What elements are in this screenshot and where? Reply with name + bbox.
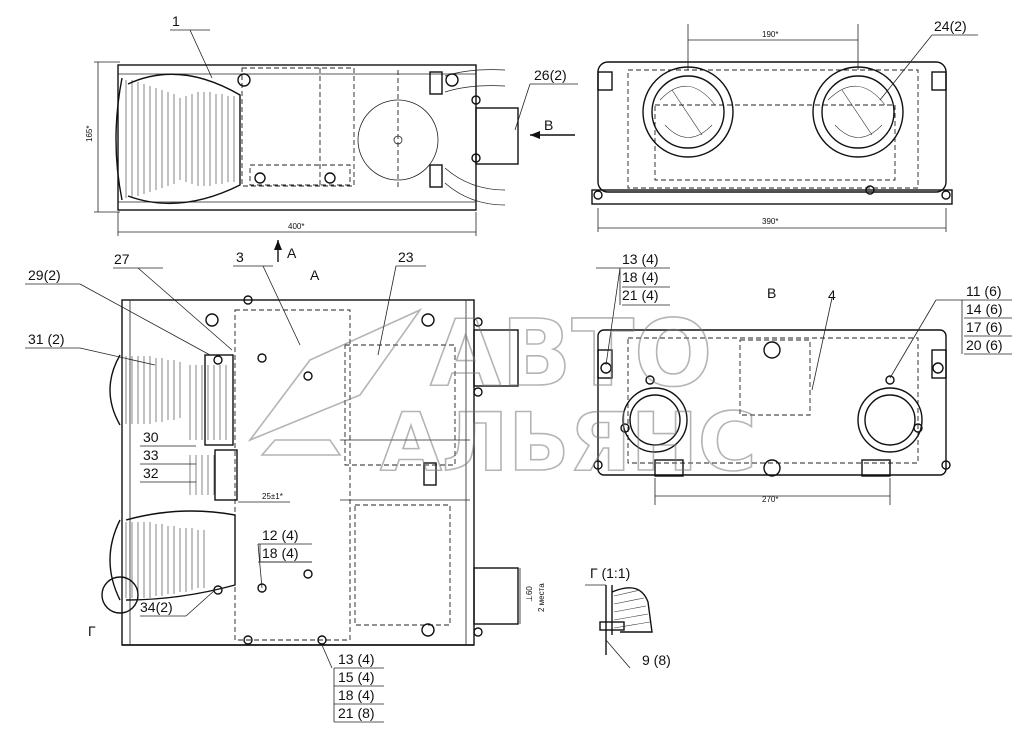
dimension-labels: 165* 400* 190* 390* 270* 25±1* ⊥60 2 мес… (85, 30, 778, 612)
stack-12-line-1: 12 (4) (262, 527, 299, 543)
view-a (101, 295, 521, 646)
stack-13-top-line-3: 21 (4) (622, 287, 659, 303)
callout-4: 4 (828, 287, 836, 303)
callout-24: 24(2) (934, 18, 967, 34)
view-a-title: A (310, 267, 320, 283)
arrow-a-label: A (287, 245, 297, 261)
leader-lines (25, 29, 1012, 669)
stack-11-line-2: 14 (6) (966, 301, 1003, 317)
view-b (593, 297, 951, 505)
callout-33: 33 (143, 447, 159, 463)
detail-g-title: Г (1:1) (590, 565, 630, 581)
watermark-logo-icon (247, 308, 423, 456)
dim-165: 165* (85, 126, 94, 142)
callout-32: 32 (143, 465, 159, 481)
dim-400: 400* (288, 222, 304, 231)
callout-1: 1 (172, 13, 180, 29)
top-left-view (94, 61, 575, 262)
dim-25: 25±1* (262, 492, 283, 501)
watermark: АВТО АЛЬЯНС (247, 299, 757, 490)
dim-270: 270* (762, 495, 778, 504)
stack-13-bottom-line-1: 13 (4) (338, 651, 375, 667)
dim-190: 190* (762, 30, 778, 39)
arrow-b-label: B (544, 117, 553, 133)
stack-13-bottom-line-3: 18 (4) (338, 687, 375, 703)
watermark-line-1: АВТО (430, 300, 712, 407)
stack-13-bottom-line-2: 15 (4) (338, 669, 375, 685)
callout-boxes (259, 269, 1012, 723)
callout-3: 3 (236, 249, 244, 265)
stack-11-line-1: 11 (6) (966, 283, 1002, 299)
watermark-line-2: АЛЬЯНС (380, 396, 757, 489)
callout-labels: 1 24(2) 26(2) 27 3 23 29(2) 31 (2) 30 33… (28, 13, 1003, 721)
stack-13-bottom-line-4: 21 (8) (338, 705, 375, 721)
callout-29: 29(2) (28, 267, 61, 283)
stack-12-line-2: 18 (4) (262, 545, 299, 561)
callout-31: 31 (2) (28, 331, 65, 347)
view-g-mark: Г (88, 623, 96, 639)
callout-30: 30 (143, 429, 159, 445)
stack-13-top-line-1: 13 (4) (622, 251, 659, 267)
callout-26: 26(2) (534, 67, 567, 83)
dim-390: 390* (762, 217, 778, 226)
dim-60: ⊥60 (525, 586, 534, 602)
callout-9: 9 (8) (642, 652, 671, 668)
view-b-title: B (767, 285, 776, 301)
dim-2-places: 2 места (537, 583, 546, 612)
top-right-view (591, 24, 953, 232)
stack-11-line-4: 20 (6) (966, 337, 1003, 353)
callout-27: 27 (114, 251, 130, 267)
stack-11-line-3: 17 (6) (966, 319, 1003, 335)
callout-23: 23 (398, 249, 414, 265)
detail-g (585, 584, 653, 669)
callout-34: 34(2) (140, 599, 173, 615)
stack-13-top-line-2: 18 (4) (622, 269, 659, 285)
